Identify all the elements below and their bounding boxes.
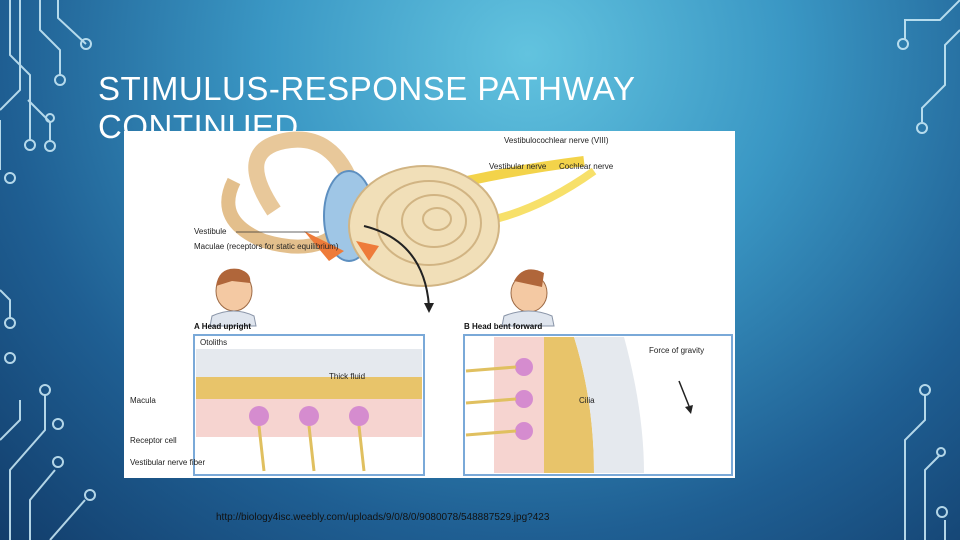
panel-a-illustration: [193, 334, 425, 476]
cilia-label: Cilia: [579, 396, 595, 405]
receptor-cell-label: Receptor cell: [130, 436, 177, 445]
cochlea-shape: [348, 165, 500, 287]
macula-label: Macula: [130, 396, 156, 405]
arrow-shape: [363, 225, 430, 307]
vestibular-nerve-label: Vestibular nerve: [489, 162, 547, 171]
maculae-label: Maculae (receptors for static equilibriu…: [194, 242, 339, 251]
panel-b-title: B Head bent forward: [464, 322, 542, 331]
semicircular-canal-shape: [221, 177, 344, 254]
force-of-gravity-label: Force of gravity: [649, 346, 704, 355]
nerve-label: Vestibulocochlear nerve (VIII): [504, 136, 609, 145]
inner-ear-diagram: Vestibulocochlear nerve (VIII) Vestibula…: [124, 131, 735, 478]
panel-a-title: A Head upright: [194, 322, 251, 331]
arrow-head-shape: [424, 303, 434, 313]
head-bent-icon: [501, 269, 555, 327]
head-upright-icon: [209, 268, 257, 327]
panel-b-illustration: [463, 334, 733, 476]
vestibule-label: Vestibule: [194, 227, 227, 236]
diagram-canvas: Vestibulocochlear nerve (VIII) Vestibula…: [130, 131, 733, 476]
cochlear-nerve-label: Cochlear nerve: [559, 162, 614, 171]
otoliths-label: Otoliths: [200, 338, 227, 347]
image-source-caption: http://biology4isc.weebly.com/uploads/9/…: [216, 512, 550, 523]
macula-utricle-shape: [304, 231, 344, 261]
vestibular-nerve-fiber-label: Vestibular nerve fiber: [130, 458, 205, 467]
macula-saccule-shape: [356, 241, 379, 261]
thick-fluid-label: Thick fluid: [329, 372, 365, 381]
semicircular-canal-shape: [248, 131, 362, 216]
slide-title: STIMULUS-RESPONSE PATHWAY CONTINUED: [98, 70, 635, 145]
